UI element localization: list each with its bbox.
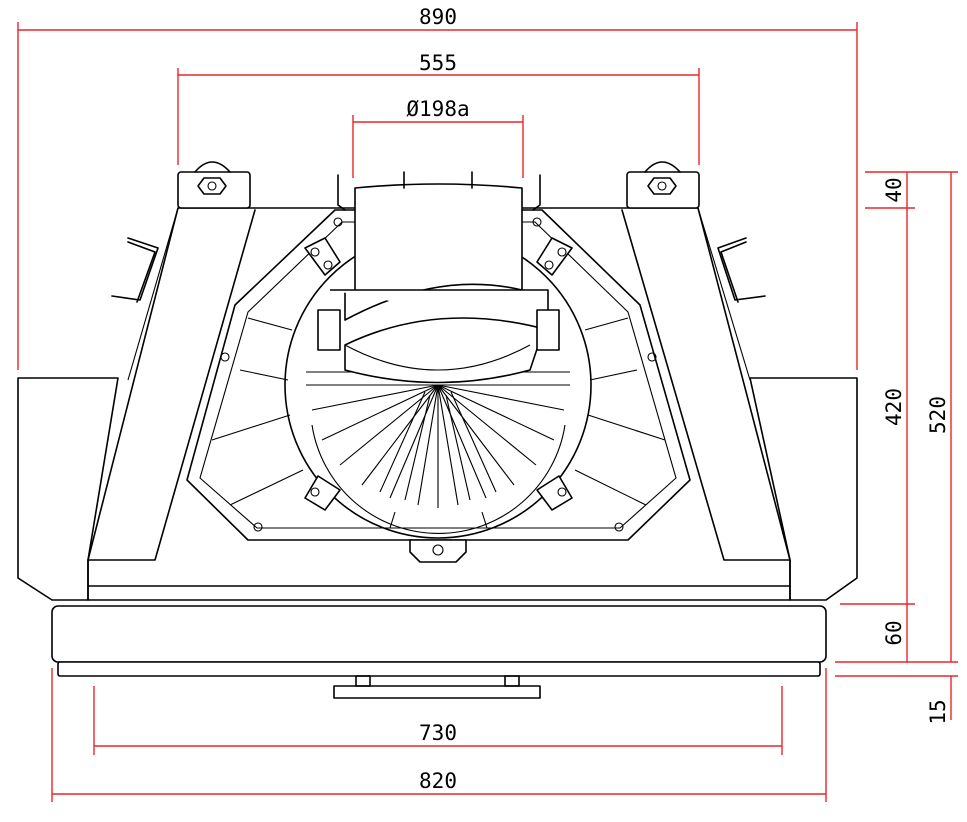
base-plate [51,605,827,663]
frame-holes [220,217,657,532]
left-side-panel [17,377,119,601]
base-foot [57,661,821,677]
dim-height-middle: 420 [882,388,906,426]
dim-top-width: 555 [419,51,457,75]
right-inner-panel [621,209,791,561]
dim-base-outer-width: 820 [419,769,457,793]
top-hook-right [532,174,541,211]
ring-brackets [304,237,573,511]
bottom-spigot [333,685,541,699]
dim-flue-diameter: Ø198a [406,97,469,121]
top-fittings [111,161,766,303]
frame-spokes [211,317,666,529]
dimension-labels: 890 555 Ø198a 730 820 40 420 520 60 15 [406,5,950,793]
base [51,605,827,699]
left-inner-panel [87,209,256,561]
stove-body [17,183,858,601]
dim-height-base: 60 [882,620,906,645]
bottom-bracket [409,539,467,563]
top-hook-left [337,174,346,211]
dim-height-top: 40 [882,177,906,202]
octagon-frame [186,209,691,541]
dim-overall-width: 890 [419,5,457,29]
flue-hood [344,183,523,321]
right-side-panel [749,377,858,601]
fan-fins [311,384,565,508]
right-side-hook [717,237,766,301]
dim-height-foot: 15 [926,699,950,724]
left-side-hook [111,237,159,301]
dim-height-total: 520 [926,396,950,434]
dimension-lines [17,22,958,802]
dim-base-inner-width: 730 [419,721,457,745]
